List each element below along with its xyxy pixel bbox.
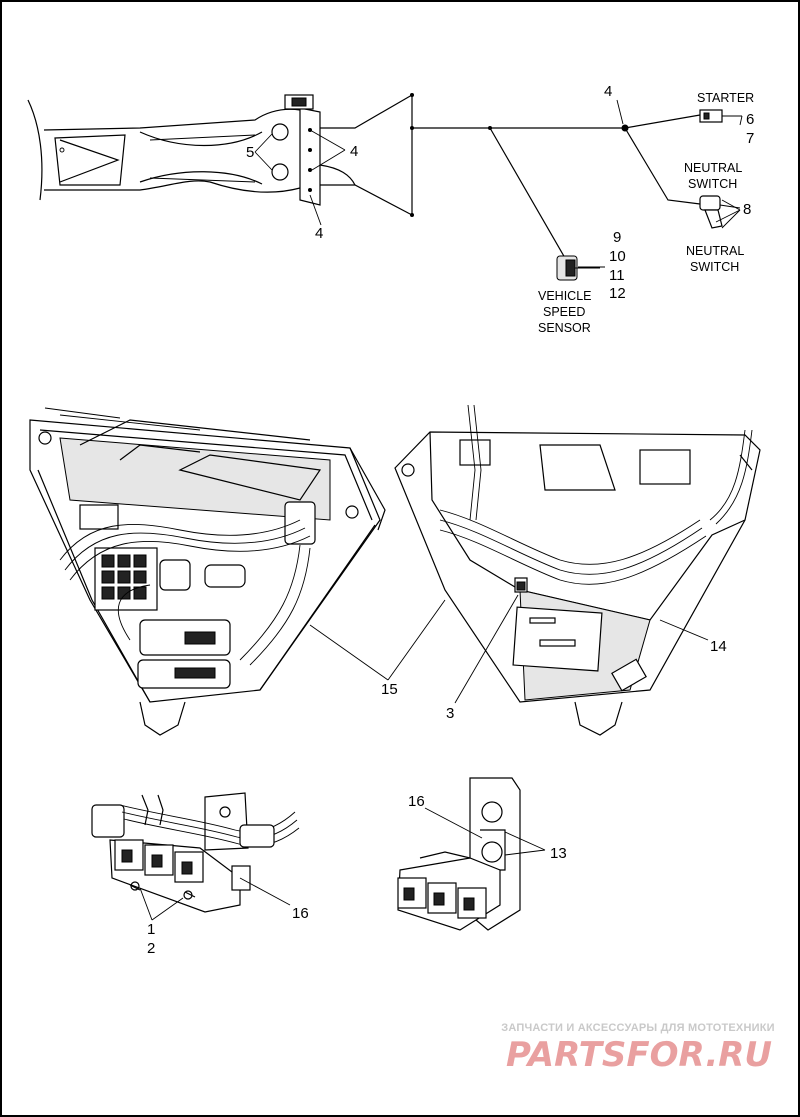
callout-8: 8 [743,201,751,218]
callout-5: 5 [246,144,254,161]
callout-4-top: 4 [604,83,612,100]
caption-vss-line2: SPEED [543,305,585,319]
caption-starter: STARTER [697,91,754,105]
watermark-logo: PARTSFOR.RU [506,1035,772,1075]
callout-14: 14 [710,638,727,655]
fairing-assembly-left-illustration [29,407,386,736]
leader-lines [139,99,743,921]
callout-7: 7 [746,130,754,147]
vehicle-speed-sensor-illustration [489,127,600,281]
relay-assembly-right-illustration [397,777,521,931]
starter-connector-illustration [621,109,742,229]
callout-2: 2 [147,940,155,957]
caption-neutral-switch-1-line1: NEUTRAL [684,161,742,175]
watermark-tagline: ЗАПЧАСТИ И АКСЕССУАРЫ ДЛЯ МОТОТЕХНИКИ [501,1022,775,1034]
callout-13: 13 [550,845,567,862]
callout-15: 15 [381,681,398,698]
caption-neutral-switch-2-line2: SWITCH [690,260,739,274]
callout-4-lower: 4 [315,225,323,242]
callout-9: 9 [613,229,621,246]
callout-12: 12 [609,285,626,302]
callout-11: 11 [609,267,625,284]
callout-6: 6 [746,111,754,128]
fuse-grid [101,554,147,600]
callout-16-right: 16 [408,793,425,810]
callout-4-frame: 4 [350,143,358,160]
callout-16-left: 16 [292,905,309,922]
callout-labels: 5 4 4 4 6 7 8 9 10 11 12 15 3 14 1 2 16 … [147,83,754,957]
watermark-logo-text: PARTSFOR.RU [506,1035,772,1075]
component-captions: STARTER NEUTRAL SWITCH NEUTRAL SWITCH VE… [538,91,754,335]
relay-assembly-left-illustration [91,792,300,913]
caption-neutral-switch-2-line1: NEUTRAL [686,244,744,258]
callout-3: 3 [446,705,454,722]
caption-neutral-switch-1-line2: SWITCH [688,177,737,191]
callout-10: 10 [609,248,626,265]
fairing-assembly-right-illustration [394,404,761,736]
frame-rail-illustration [27,93,625,217]
caption-vss-line1: VEHICLE [538,289,592,303]
caption-vss-line3: SENSOR [538,321,591,335]
callout-1: 1 [147,921,155,938]
